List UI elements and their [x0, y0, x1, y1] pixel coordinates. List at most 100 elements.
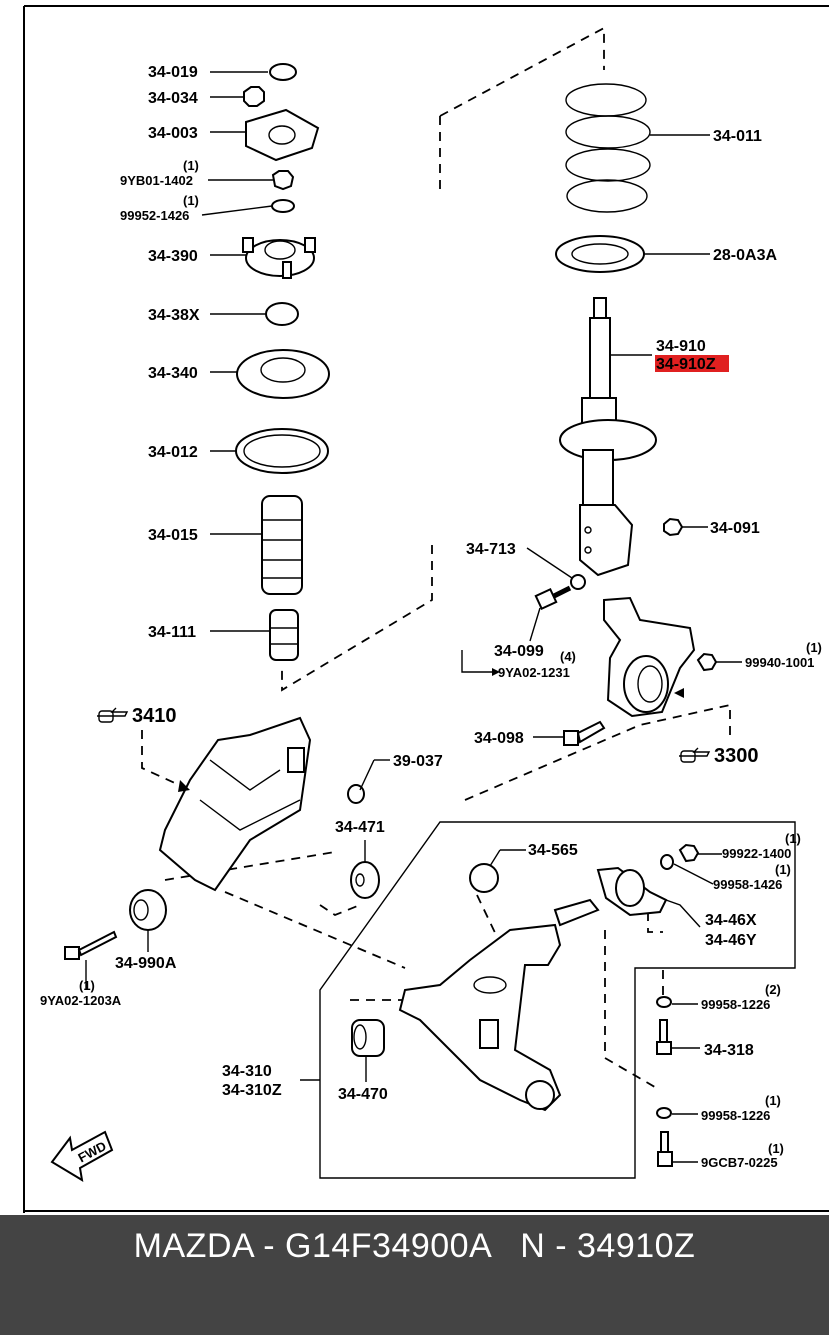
label-99940-1001: 99940-1001 [745, 655, 814, 670]
qty-label: (1) [183, 158, 199, 173]
bushing-hole [353, 1024, 367, 1050]
label-28-0a3a: 28-0A3A [713, 247, 777, 264]
label-34-011: 34-011 [713, 128, 762, 145]
label-34-38x: 34-38X [148, 307, 200, 324]
label-99922-1400: 99922-1400 [722, 846, 791, 861]
qty-label: (1) [183, 193, 199, 208]
bolt-icon [534, 585, 572, 611]
lower-arm-box [319, 821, 796, 1179]
dash-line [439, 26, 605, 117]
boot-icon [261, 495, 303, 595]
label-34-46x: 34-46X [705, 912, 757, 929]
nut-icon [271, 170, 295, 191]
label-34-471: 34-471 [335, 819, 385, 836]
exploded-view: FWD [23, 5, 829, 1213]
label-34-111: 34-111 [148, 624, 196, 641]
washer-icon [271, 199, 295, 213]
label-34-318: 34-318 [704, 1042, 754, 1059]
label-34-390: 34-390 [148, 248, 198, 265]
label-34-012: 34-012 [148, 444, 198, 461]
seat-icon [236, 349, 330, 399]
label-34-310: 34-310 [222, 1063, 272, 1080]
bushing-icon [350, 861, 380, 899]
qty-label: (1) [806, 640, 822, 655]
hand-pointer-icon [679, 747, 711, 763]
dash-line [141, 730, 191, 791]
bracket-icon [596, 866, 668, 917]
seat-boss [260, 357, 306, 383]
arrow-head [492, 668, 500, 676]
label-9yb01-1402: 9YB01-1402 [120, 173, 193, 188]
label-34-713: 34-713 [466, 541, 516, 558]
stud-icon [304, 237, 316, 253]
label-99952-1426: 99952-1426 [120, 208, 189, 223]
label-34-470: 34-470 [338, 1086, 388, 1103]
nut-icon [663, 517, 684, 537]
label-34-910: 34-910 [656, 338, 706, 355]
coil-spring-icon [565, 83, 651, 213]
bushing-icon [469, 863, 499, 893]
nut-icon [243, 86, 265, 107]
qty-label: (4) [560, 649, 576, 664]
bushing-hole [355, 873, 365, 887]
dash-line [281, 545, 433, 692]
label-39-037: 39-037 [393, 753, 443, 770]
washer-icon [570, 574, 586, 590]
label-34-099: 34-099 [494, 643, 544, 660]
dash-line [464, 704, 731, 801]
highlight-box [655, 355, 729, 372]
qty-label: (1) [765, 1093, 781, 1108]
bolt-icon [657, 1131, 673, 1167]
stud-icon [282, 261, 292, 279]
label-99958-1226: 99958-1226 [701, 1108, 770, 1123]
qty-label: (1) [768, 1141, 784, 1156]
ref-3410: 3410 [132, 705, 177, 727]
parts-diagram: FWD [23, 5, 829, 1213]
fwd-arrow-icon [50, 1130, 114, 1182]
dash-line [319, 904, 361, 917]
plate-icon [245, 108, 320, 162]
label-34-034: 34-034 [148, 90, 198, 107]
label-34-091: 34-091 [710, 520, 760, 537]
mount-boss [264, 240, 296, 260]
label-34-990a: 34-990A [115, 955, 177, 972]
washer-icon [660, 854, 674, 870]
label-34-340: 34-340 [148, 365, 198, 382]
insulator-inner [571, 243, 629, 265]
nut-icon [678, 843, 700, 863]
label-34-019: 34-019 [148, 64, 198, 81]
dash-line [647, 912, 663, 933]
label-34-565: 34-565 [528, 842, 578, 859]
ref-3300: 3300 [714, 745, 759, 767]
label-99958-1426: 99958-1426 [713, 877, 782, 892]
label-34-910z: 34-910Z [656, 356, 716, 373]
label-34-46y: 34-46Y [705, 932, 757, 949]
dash-line [164, 851, 336, 881]
crossmember-icon [158, 716, 312, 892]
nut-icon [696, 652, 718, 672]
dash-line [604, 930, 661, 1091]
knuckle-icon [603, 596, 696, 718]
bolt-icon [563, 720, 606, 746]
label-34-015: 34-015 [148, 527, 198, 544]
label-34-310z: 34-310Z [222, 1082, 282, 1099]
footer-bar: MAZDA - G14F34900A N - 34910Z [0, 1215, 829, 1335]
hand-pointer-icon [97, 707, 129, 723]
qty-label: (1) [79, 978, 95, 993]
bushing-icon [351, 1019, 385, 1057]
bushing-icon [265, 302, 299, 326]
qty-label: (1) [775, 862, 791, 877]
label-34-098: 34-098 [474, 730, 524, 747]
bolt-icon [656, 1019, 672, 1055]
stud-icon [242, 237, 254, 253]
qty-label: (1) [785, 831, 801, 846]
plate-hole [268, 125, 296, 145]
label-9gcb7-0225: 9GCB7-0225 [701, 1155, 778, 1170]
bump-stop-icon [269, 609, 299, 661]
insulator-icon [555, 235, 645, 273]
label-9ya02-1231: 9YA02-1231 [498, 665, 570, 680]
footer-part-number: MAZDA - G14F34900A N - 34910Z [133, 1227, 696, 1265]
leader-lines [85, 71, 742, 1163]
label-34-003: 34-003 [148, 125, 198, 142]
cap-icon [269, 63, 297, 81]
